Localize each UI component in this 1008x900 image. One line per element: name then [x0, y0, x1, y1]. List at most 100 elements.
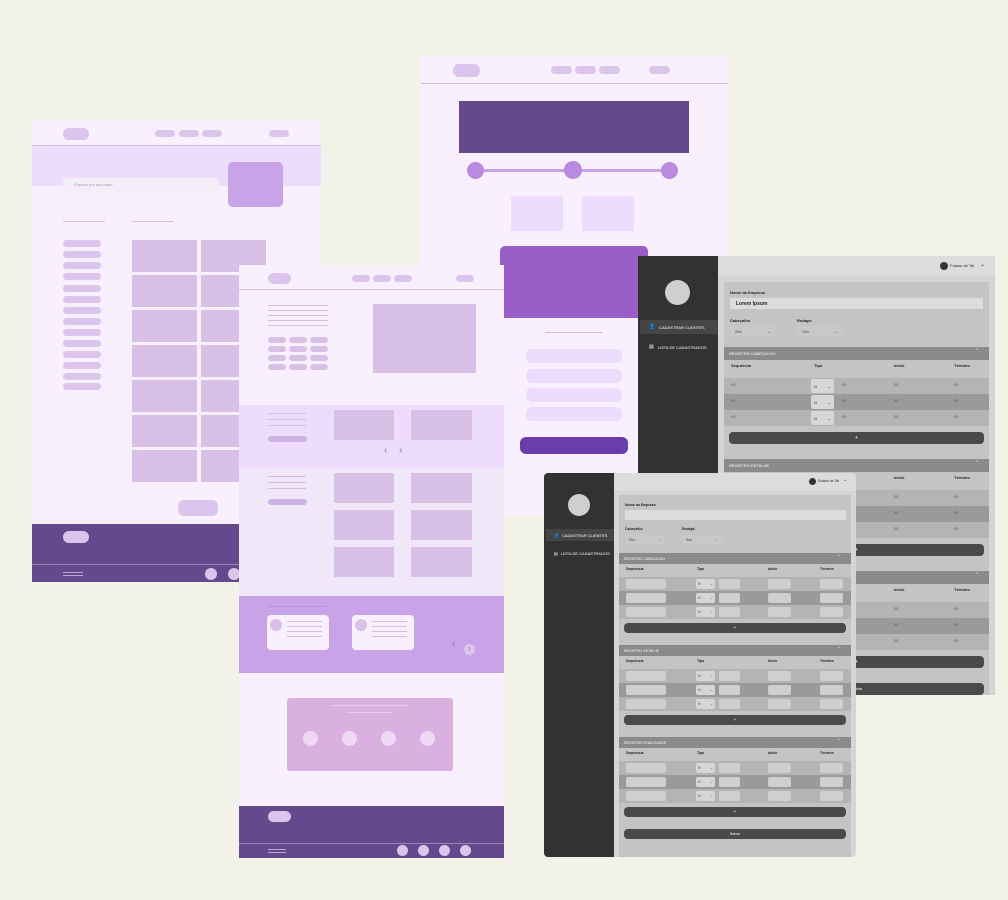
chevron-up-icon[interactable]: ⌃ — [975, 348, 980, 354]
cell-end[interactable] — [820, 791, 843, 801]
nav-item[interactable] — [599, 66, 620, 74]
content-card[interactable] — [334, 547, 394, 577]
form-field[interactable] — [526, 388, 622, 402]
tag-chip[interactable] — [310, 355, 328, 361]
nav-item[interactable] — [551, 66, 572, 74]
chevron-up-icon[interactable]: ⌃ — [837, 554, 841, 559]
nav-item[interactable] — [373, 275, 391, 282]
section-header-header[interactable]: REGISTRO CABEÇALHO — [724, 347, 989, 360]
type-select[interactable]: N⌄ — [696, 593, 715, 603]
tag-chip[interactable] — [268, 346, 286, 352]
nav-item[interactable] — [155, 130, 175, 137]
cell-end[interactable] — [820, 579, 843, 589]
cell-start[interactable]: 00 — [894, 382, 899, 387]
cell-length[interactable] — [719, 685, 740, 695]
header-select[interactable]: Sim⌄ — [730, 326, 776, 337]
cell-length[interactable] — [719, 593, 740, 603]
cell-end[interactable]: 00 — [954, 382, 959, 387]
nav-item[interactable] — [179, 130, 199, 137]
cell-end[interactable] — [820, 607, 843, 617]
cell-end[interactable] — [820, 593, 843, 603]
content-card[interactable] — [411, 473, 472, 503]
tag-chip[interactable] — [289, 337, 307, 343]
cell-length[interactable] — [719, 763, 740, 773]
category-filter-item[interactable] — [63, 340, 101, 347]
nav-button[interactable] — [456, 275, 474, 282]
type-select[interactable]: N⌄ — [696, 685, 715, 695]
cell-sequence[interactable]: 00 — [731, 382, 736, 387]
content-card[interactable] — [334, 510, 394, 540]
category-filter-item[interactable] — [63, 362, 101, 369]
cell-start[interactable]: 00 — [894, 398, 899, 403]
cell-sequence[interactable] — [626, 763, 666, 773]
chevron-right-icon[interactable]: › — [399, 445, 403, 456]
category-filter-item[interactable] — [63, 296, 101, 303]
course-card[interactable] — [132, 415, 197, 447]
sidebar-item-list[interactable]: ▤ LISTA DE CADASTRADOS — [554, 550, 610, 556]
cell-sequence[interactable] — [626, 593, 666, 603]
tag-chip[interactable] — [289, 355, 307, 361]
chevron-left-icon[interactable]: ‹ — [452, 639, 456, 650]
type-select[interactable]: N⌄ — [696, 699, 715, 709]
tag-chip[interactable] — [268, 337, 286, 343]
form-field[interactable] — [526, 349, 622, 363]
cell-end[interactable]: 00 — [954, 638, 959, 643]
user-name[interactable]: Fulano de Tal — [818, 479, 839, 483]
cell-start[interactable] — [768, 699, 791, 709]
type-select[interactable]: N⌄ — [696, 791, 715, 801]
course-card[interactable] — [132, 310, 197, 342]
section-header-header[interactable]: REGISTRO CABEÇALHO — [619, 553, 851, 564]
cell-start[interactable] — [768, 685, 791, 695]
cell-end[interactable] — [820, 671, 843, 681]
cell-end[interactable] — [820, 763, 843, 773]
tag-chip[interactable] — [289, 364, 307, 370]
cell-start[interactable]: 00 — [894, 622, 899, 627]
category-filter-item[interactable] — [63, 383, 101, 390]
chevron-right-icon[interactable]: › — [464, 644, 475, 655]
tag-chip[interactable] — [310, 364, 328, 370]
type-select[interactable]: N⌄ — [696, 671, 715, 681]
nav-item[interactable] — [202, 130, 222, 137]
add-row-button[interactable]: + — [729, 432, 984, 444]
cell-length[interactable] — [719, 671, 740, 681]
type-select[interactable]: N⌄ — [696, 579, 715, 589]
cell-end[interactable]: 00 — [954, 606, 959, 611]
cell-length[interactable] — [719, 607, 740, 617]
chevron-down-icon[interactable]: ⌄ — [980, 262, 986, 268]
type-select[interactable]: N⌄ — [696, 607, 715, 617]
cell-start[interactable] — [768, 607, 791, 617]
load-more-button[interactable] — [178, 500, 218, 516]
type-select[interactable]: N⌄ — [811, 395, 834, 409]
step-2[interactable] — [564, 161, 582, 179]
cell-length[interactable]: 00 — [842, 414, 847, 419]
company-input[interactable] — [625, 510, 846, 520]
add-row-button[interactable]: + — [624, 715, 846, 725]
content-card[interactable] — [411, 547, 472, 577]
nav-button[interactable] — [269, 130, 289, 137]
footer-select[interactable]: Sim⌄ — [682, 535, 722, 545]
cell-length[interactable] — [719, 699, 740, 709]
cell-end[interactable]: 00 — [954, 526, 959, 531]
step-3[interactable] — [661, 162, 678, 179]
content-card[interactable] — [411, 510, 472, 540]
nav-item[interactable] — [352, 275, 370, 282]
cell-sequence[interactable] — [626, 685, 666, 695]
company-input[interactable]: Lorem Ipsum — [730, 298, 983, 309]
option-card[interactable] — [582, 196, 634, 231]
footer-select[interactable]: Sim⌄ — [797, 326, 843, 337]
form-field[interactable] — [526, 407, 622, 421]
course-card[interactable] — [132, 345, 197, 377]
save-button[interactable]: Salvar — [624, 829, 846, 839]
type-select[interactable]: N⌄ — [696, 763, 715, 773]
cell-end[interactable]: 00 — [954, 494, 959, 499]
cell-start[interactable]: 00 — [894, 638, 899, 643]
cell-end[interactable] — [820, 777, 843, 787]
cell-length[interactable] — [719, 791, 740, 801]
cell-length[interactable] — [719, 777, 740, 787]
add-row-button[interactable]: + — [624, 623, 846, 633]
category-filter-item[interactable] — [63, 329, 101, 336]
category-filter-item[interactable] — [63, 240, 101, 247]
cell-sequence[interactable]: 00 — [731, 398, 736, 403]
course-card[interactable] — [132, 450, 197, 482]
cell-start[interactable]: 00 — [894, 526, 899, 531]
